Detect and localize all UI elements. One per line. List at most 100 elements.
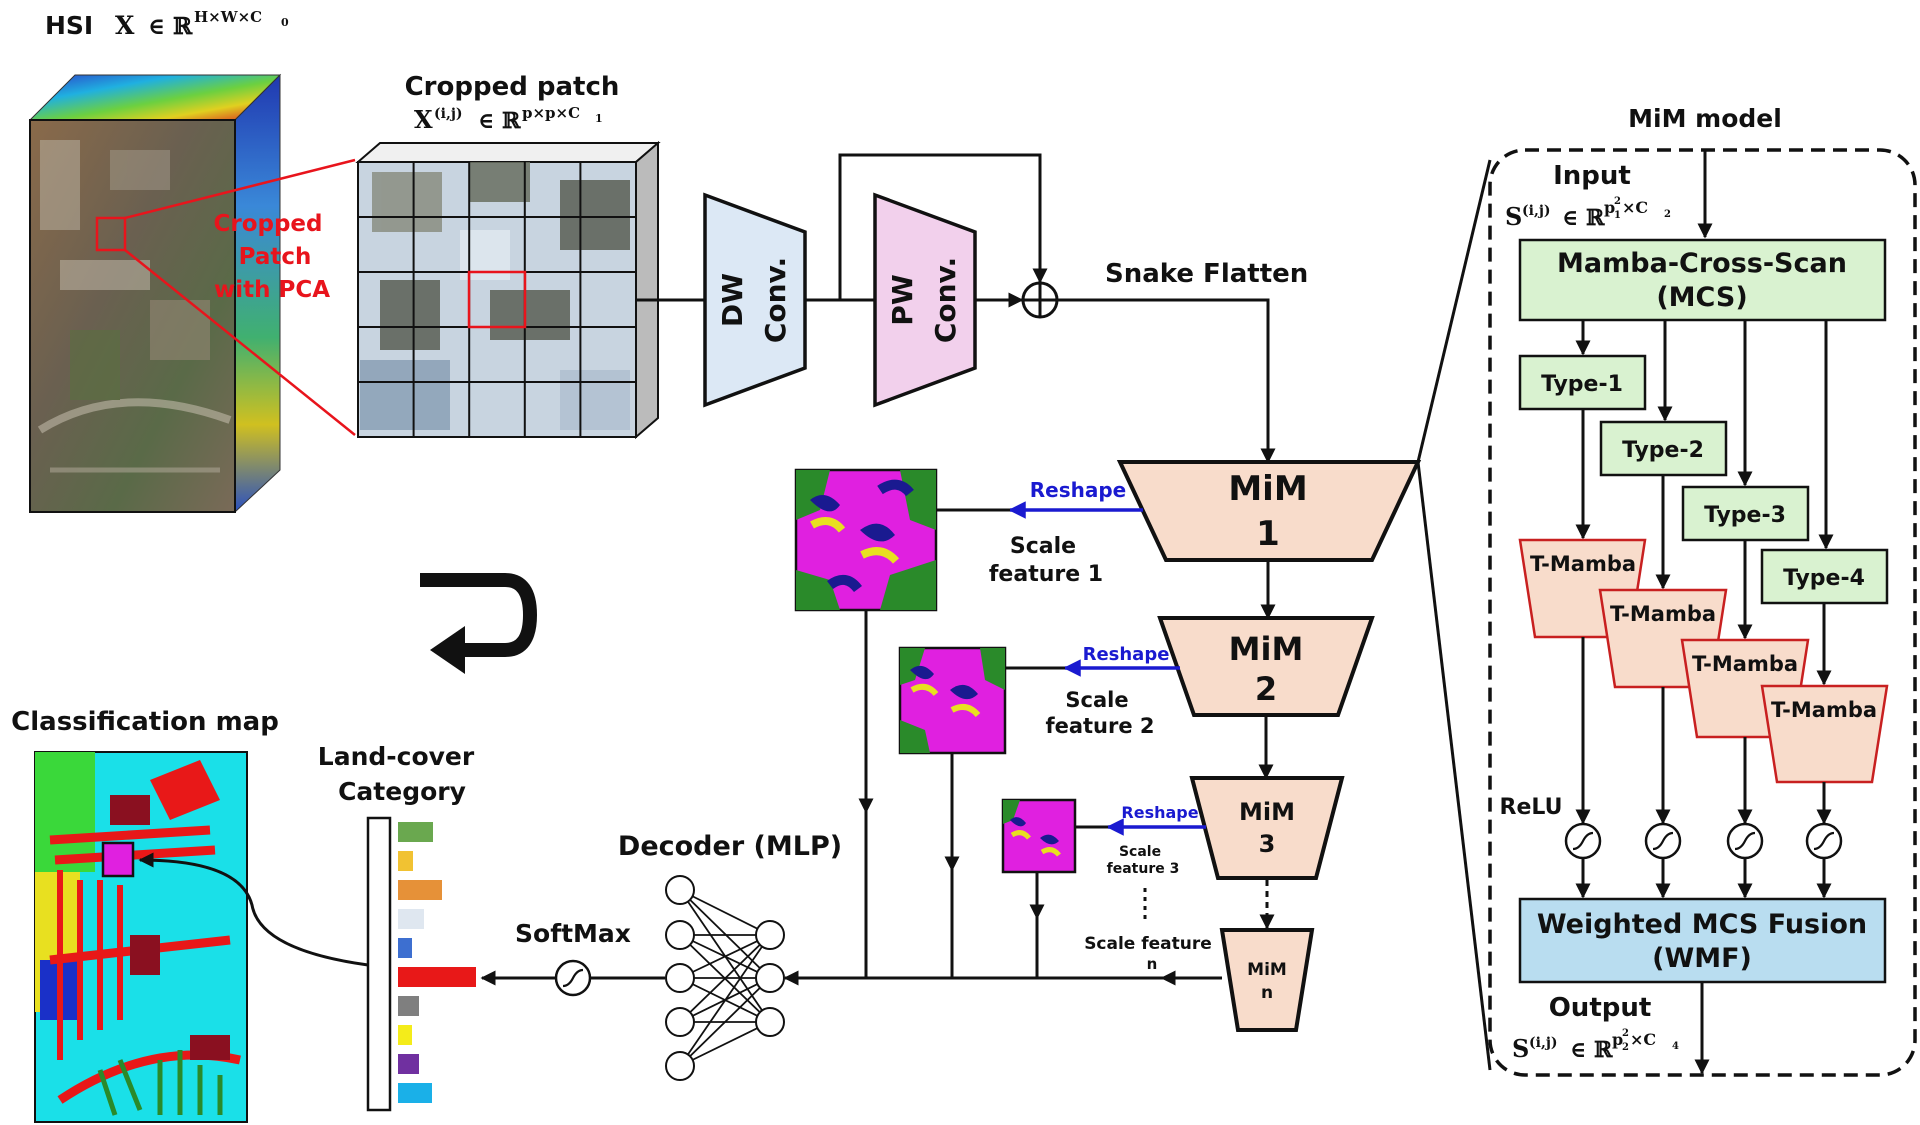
decoder-label: Decoder (MLP) <box>618 831 842 862</box>
mim-block-1: MiM 1 <box>1116 460 1422 562</box>
scale-feature-1-line2: feature 1 <box>989 562 1103 587</box>
category-bar <box>398 996 419 1016</box>
svg-text:MiM: MiM <box>1239 798 1295 826</box>
category-bar-frame <box>366 816 392 1112</box>
reshape-arrow-3: Reshape <box>1073 803 1206 836</box>
reshape-arrow-2: Reshape <box>1005 644 1180 677</box>
svg-text:MiM: MiM <box>1229 630 1304 668</box>
decoder-mlp <box>665 875 785 1081</box>
feature-map-2 <box>898 646 1007 755</box>
type-1-block: Type-1 <box>1518 354 1647 411</box>
reshape-arrow-1: Reshape <box>935 478 1143 519</box>
scale-feature-n-line1: Scale feature <box>1084 934 1212 954</box>
input-formula: S (i,j) ∈ ℝ p 2 1 ×C 2 <box>1505 196 1671 231</box>
relu-nodes <box>1564 822 1843 860</box>
return-arrow-icon <box>420 573 538 674</box>
scale-feature-n-line2: n <box>1147 955 1158 973</box>
center-pixel-marker <box>467 270 527 329</box>
svg-text:X: X <box>115 11 135 40</box>
svg-text:PW: PW <box>886 274 919 326</box>
snake-flatten-label: Snake Flatten <box>1105 259 1308 289</box>
category-bar <box>398 1083 432 1103</box>
svg-text:Type-4: Type-4 <box>1783 566 1865 591</box>
patch-marker <box>95 216 127 252</box>
svg-text:Conv.: Conv. <box>929 257 962 343</box>
svg-text:S: S <box>1505 202 1522 231</box>
scale-feature-2-line1: Scale <box>1065 688 1128 712</box>
svg-text:2: 2 <box>1614 196 1621 207</box>
classification-label: Classification map <box>11 707 279 737</box>
svg-text:0: 0 <box>281 16 289 29</box>
hsi-label: HSI X ∈ ℝ H×W×C 0 <box>45 8 289 40</box>
scale-feature-3-line2: feature 3 <box>1107 861 1180 877</box>
svg-text:n: n <box>1261 983 1273 1003</box>
category-bar <box>398 1025 412 1045</box>
output-formula: S (i,j) ∈ ℝ p 2 2 ×C 4 <box>1512 1028 1679 1063</box>
hsi-cube: Cropped Patch with PCA <box>28 73 330 514</box>
svg-text:T-Mamba: T-Mamba <box>1692 652 1798 676</box>
svg-text:1: 1 <box>1614 210 1621 221</box>
svg-text:1: 1 <box>595 112 603 125</box>
svg-text:T-Mamba: T-Mamba <box>1610 602 1716 626</box>
svg-text:∈ ℝ: ∈ ℝ <box>1562 205 1605 231</box>
svg-text:H×W×C: H×W×C <box>194 8 262 26</box>
svg-text:∈ ℝ: ∈ ℝ <box>478 108 521 134</box>
category-bar <box>398 938 412 958</box>
svg-text:4: 4 <box>1672 1041 1679 1052</box>
mim-block-n: MiM n <box>1219 928 1315 1032</box>
softmax-node <box>554 959 592 997</box>
svg-text:DW: DW <box>716 273 749 327</box>
svg-text:Reshape: Reshape <box>1083 644 1170 665</box>
mcs-block: Mamba-Cross-Scan (MCS) <box>1518 238 1887 322</box>
svg-text:2: 2 <box>1622 1042 1629 1053</box>
svg-text:(WMF): (WMF) <box>1652 943 1752 974</box>
category-bar <box>398 967 476 987</box>
svg-text:2: 2 <box>1622 1028 1629 1039</box>
svg-text:Type-2: Type-2 <box>1622 438 1704 463</box>
scale-feature-1-line1: Scale <box>1010 534 1076 559</box>
svg-text:∈ ℝ: ∈ ℝ <box>148 13 193 40</box>
svg-text:∈ ℝ: ∈ ℝ <box>1570 1037 1613 1063</box>
t-mamba-block-4: T-Mamba <box>1760 684 1889 784</box>
svg-text:Type-3: Type-3 <box>1704 503 1786 528</box>
svg-text:(i,j): (i,j) <box>434 106 463 122</box>
svg-text:2: 2 <box>1664 209 1671 220</box>
patch-title: Cropped patch <box>405 72 620 102</box>
mim-block-2: MiM 2 <box>1157 616 1375 717</box>
svg-text:MiM: MiM <box>1247 960 1287 980</box>
mim-block-3: MiM 3 <box>1189 776 1345 880</box>
svg-text:(i,j): (i,j) <box>1522 203 1551 219</box>
feature-map-1 <box>794 468 938 612</box>
svg-text:p: p <box>1612 1030 1623 1049</box>
svg-text:3: 3 <box>1259 830 1276 858</box>
dw-conv-block: DW Conv. <box>703 192 807 408</box>
mim-model-title: MiM model <box>1628 104 1782 133</box>
type-2-block: Type-2 <box>1599 420 1728 477</box>
svg-text:Mamba-Cross-Scan: Mamba-Cross-Scan <box>1557 248 1847 279</box>
svg-text:Conv.: Conv. <box>759 257 792 343</box>
category-bar <box>398 909 424 929</box>
svg-text:p: p <box>1604 198 1615 217</box>
pw-conv-block: PW Conv. <box>873 192 977 408</box>
red-text-2: Patch <box>239 244 312 270</box>
svg-text:(MCS): (MCS) <box>1656 282 1747 313</box>
svg-text:Reshape: Reshape <box>1030 478 1126 502</box>
category-bar <box>398 851 413 871</box>
svg-text:MiM: MiM <box>1228 469 1307 509</box>
svg-text:Reshape: Reshape <box>1121 803 1198 822</box>
map-patch-marker <box>101 841 135 878</box>
category-bars <box>398 822 476 1103</box>
category-label-1: Land-cover <box>318 742 475 771</box>
scale-feature-2-line2: feature 2 <box>1045 714 1154 738</box>
svg-text:X: X <box>414 105 433 134</box>
red-text-3: with PCA <box>214 277 330 303</box>
svg-text:×C: ×C <box>1630 1030 1656 1049</box>
aerial-texture <box>37 140 232 473</box>
type-4-block: Type-4 <box>1760 548 1889 605</box>
relu-label: ReLU <box>1500 795 1563 820</box>
svg-text:T-Mamba: T-Mamba <box>1530 552 1636 576</box>
svg-text:p×p×C: p×p×C <box>522 104 580 122</box>
input-label: Input <box>1553 161 1631 191</box>
svg-text:T-Mamba: T-Mamba <box>1771 698 1877 722</box>
